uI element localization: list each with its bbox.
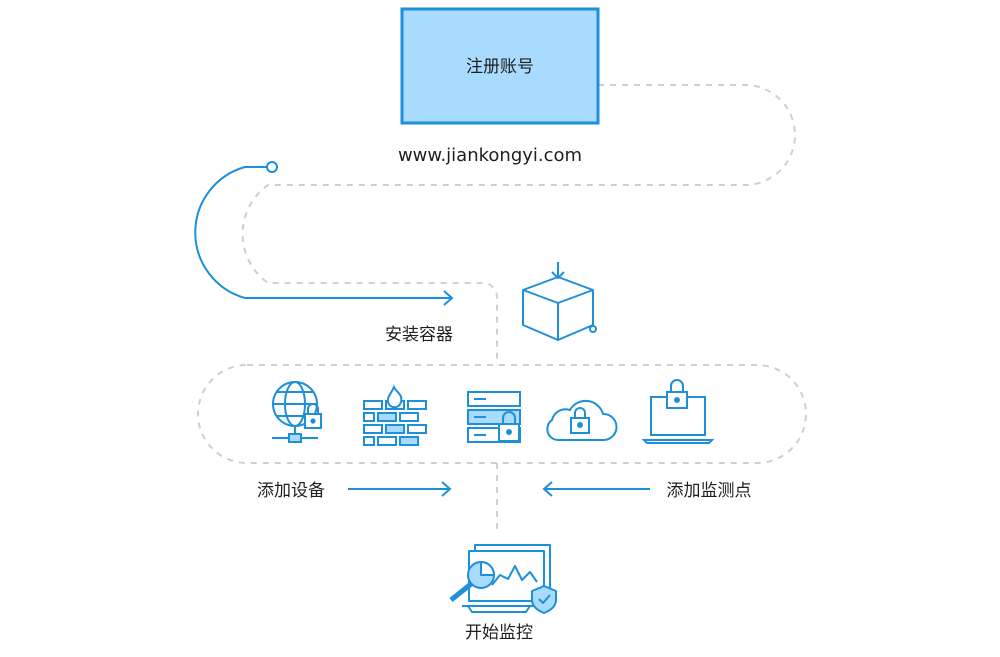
cloud-lock-icon	[546, 399, 618, 441]
monitoring-dashboard-icon	[449, 544, 557, 614]
laptop-lock-icon	[641, 379, 715, 444]
install-container-label: 安装容器	[385, 325, 453, 345]
server-lock-icon	[467, 391, 521, 443]
install-flow-arrow	[194, 166, 454, 306]
start-monitoring-label: 开始监控	[465, 623, 533, 643]
add-monitor-point-label: 添加监测点	[667, 481, 752, 501]
add-device-arrow	[348, 481, 452, 497]
flow-start-dot	[266, 161, 278, 173]
website-url: www.jiankongyi.com	[398, 145, 582, 166]
devices-group-outline	[197, 364, 807, 464]
add-device-label: 添加设备	[257, 481, 325, 501]
register-account-label: 注册账号	[466, 57, 534, 77]
dashed-path-register-to-install	[241, 84, 796, 365]
firewall-icon	[363, 384, 427, 446]
dashed-connectors	[197, 84, 807, 530]
download-box-icon	[522, 262, 597, 341]
add-monitor-point-arrow	[542, 481, 650, 497]
register-account-box	[400, 7, 600, 125]
globe-network-lock-icon	[272, 381, 322, 443]
